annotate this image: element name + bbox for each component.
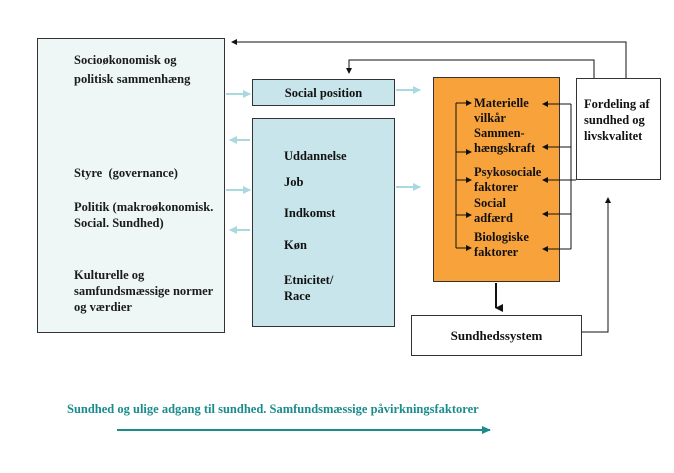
- health-system-box: Sundhedssystem: [411, 315, 582, 356]
- governance-label: Styre (governance): [74, 166, 178, 180]
- socioeconomic-context-box: Socioøkonomisk og politisk sammenhæng St…: [37, 38, 225, 333]
- stratifier-education: Uddannelse: [284, 149, 347, 163]
- social-position-box: Social position: [252, 79, 395, 106]
- intermediary-determinants-box: Materielle vilkår Sammen-hængskraft Psyk…: [433, 77, 560, 282]
- stratifier-ethnicity: Etnicitet/ Race: [284, 273, 334, 303]
- social-position-label: Social position: [284, 86, 363, 100]
- stratifier-gender: Køn: [284, 238, 307, 252]
- health-distribution-box: Fordeling af sundhed og livskvalitet: [576, 78, 661, 180]
- stratifier-job: Job: [284, 175, 304, 189]
- stratifier-income: Indkomst: [284, 206, 336, 220]
- factor-cohesion: Sammen-hængskraft: [474, 126, 536, 155]
- distribution-to-factor-arrows: [542, 101, 576, 252]
- feedback-arrows: [231, 39, 627, 78]
- distribution-label: Fordeling af sundhed og livskvalitet: [584, 97, 650, 143]
- health-system-label: Sundhedssystem: [450, 328, 543, 343]
- caption: Sundhed og ulige adgang til sundhed. Sam…: [67, 402, 479, 416]
- factor-biological: Biologiske faktorer: [474, 230, 529, 259]
- context-heading: Socioøkonomisk og politisk sammenhæng: [74, 53, 191, 86]
- factor-material: Materielle vilkår: [474, 96, 529, 125]
- factor-behaviour: Social adfærd: [474, 196, 513, 225]
- context-to-stratifier-arrows: [226, 90, 251, 234]
- stratifier-to-intermediary-arrows: [396, 86, 421, 191]
- culture-label: Kulturelle og samfundsmæssige normer og …: [74, 268, 214, 314]
- stratifiers-box: Uddannelse Job Indkomst Køn Etnicitet/ R…: [252, 118, 395, 327]
- policy-label: Politik (makroøkonomisk. Social. Sundhed…: [74, 200, 214, 230]
- inner-factor-arrows: [455, 100, 472, 251]
- factor-psychosocial: Psykosociale faktorer: [474, 165, 542, 194]
- health-system-to-distribution-arrow: [582, 197, 611, 333]
